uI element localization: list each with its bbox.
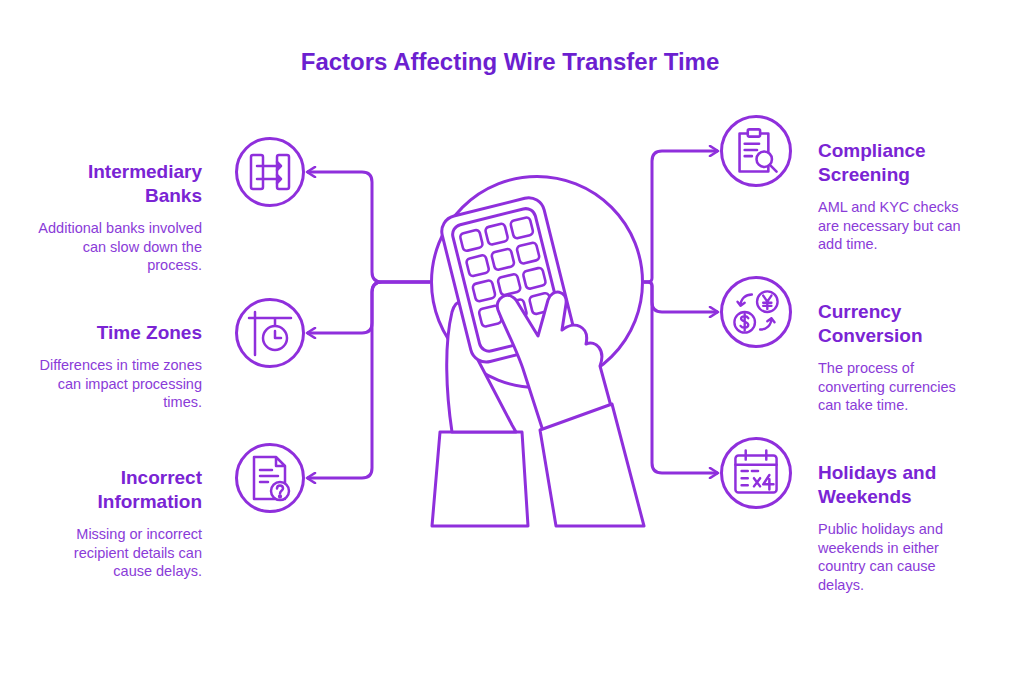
factor-icon bbox=[735, 450, 776, 492]
factor-text: Holidays and WeekendsPublic holidays and… bbox=[818, 461, 973, 594]
circle-outline bbox=[720, 276, 792, 348]
factor-heading: Compliance Screening bbox=[818, 139, 973, 187]
circle-outline bbox=[720, 437, 792, 509]
factor-icon bbox=[740, 129, 777, 171]
factor-icon bbox=[249, 312, 291, 355]
hub-circle bbox=[430, 175, 644, 389]
right-sleeve bbox=[540, 404, 644, 526]
circle-outline bbox=[235, 137, 305, 207]
diagram-title: Factors Affecting Wire Transfer Time bbox=[0, 46, 1020, 78]
factor-heading: Currency Conversion bbox=[818, 300, 973, 348]
circle-border bbox=[237, 445, 304, 512]
circle-border bbox=[722, 117, 791, 186]
connector-arrow bbox=[307, 282, 430, 333]
factor-icon bbox=[251, 155, 289, 189]
circle-border bbox=[722, 439, 791, 508]
circle-outline bbox=[720, 115, 792, 187]
factor-description: Additional banks involved can slow down … bbox=[37, 219, 202, 275]
connector-arrow bbox=[307, 172, 430, 282]
factor-text: Time ZonesDifferences in time zones can … bbox=[37, 321, 202, 412]
factor-icon-circle: Holidays and WeekendsPublic holidays and… bbox=[720, 437, 792, 509]
factor-heading: Incorrect Information bbox=[37, 466, 202, 514]
factor-heading: Intermediary Banks bbox=[37, 160, 202, 208]
connector-arrow bbox=[644, 282, 718, 312]
circle-outline bbox=[430, 175, 644, 389]
factor-text: Currency ConversionThe process of conver… bbox=[818, 300, 973, 415]
circle-border bbox=[722, 278, 791, 347]
factor-icon bbox=[734, 291, 777, 332]
factor-description: The process of converting currencies can… bbox=[818, 359, 973, 415]
connector-arrow bbox=[644, 151, 718, 282]
factor-description: Public holidays and weekends in either c… bbox=[818, 520, 973, 594]
factor-icon-circle: Currency ConversionThe process of conver… bbox=[720, 276, 792, 348]
factor-description: Differences in time zones can impact pro… bbox=[37, 356, 202, 412]
factor-heading: Time Zones bbox=[37, 321, 202, 345]
connector-arrow bbox=[307, 282, 430, 478]
circle-outline bbox=[235, 298, 305, 368]
factor-icon-circle: Time ZonesDifferences in time zones can … bbox=[235, 298, 305, 368]
factor-description: Missing or incorrect recipient details c… bbox=[37, 525, 202, 581]
circle-border bbox=[237, 300, 304, 367]
left-sleeve bbox=[432, 432, 528, 526]
factor-description: AML and KYC checks are necessary but can… bbox=[818, 198, 973, 254]
circle-outline bbox=[235, 443, 305, 513]
factor-text: Intermediary BanksAdditional banks invol… bbox=[37, 160, 202, 275]
factor-icon-circle: Compliance ScreeningAML and KYC checks a… bbox=[720, 115, 792, 187]
connector-arrow bbox=[644, 282, 718, 473]
factor-text: Compliance ScreeningAML and KYC checks a… bbox=[818, 139, 973, 254]
circle-border bbox=[432, 177, 643, 388]
factor-icon-circle: Incorrect InformationMissing or incorrec… bbox=[235, 443, 305, 513]
factor-icon bbox=[254, 457, 289, 500]
factor-icon-circle: Intermediary BanksAdditional banks invol… bbox=[235, 137, 305, 207]
factor-text: Incorrect InformationMissing or incorrec… bbox=[37, 466, 202, 581]
circle-border bbox=[237, 139, 304, 206]
factor-heading: Holidays and Weekends bbox=[818, 461, 973, 509]
